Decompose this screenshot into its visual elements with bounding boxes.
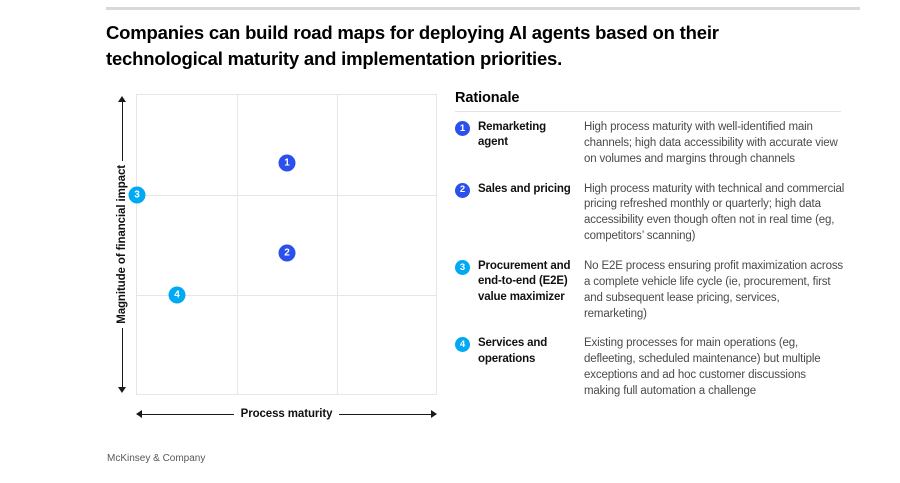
rationale-name-3: Procurement and end-to-end (E2E) value m… xyxy=(478,260,571,303)
data-point-1[interactable]: 1 xyxy=(278,154,296,172)
rationale-name-1: Remarketing agent xyxy=(478,121,547,149)
y-axis: Magnitude of financial impact xyxy=(106,90,138,395)
rationale-panel: Rationale 1 Remarketing agent High proce… xyxy=(455,90,845,414)
rationale-badge-3: 3 xyxy=(455,260,470,276)
y-axis-line-lower xyxy=(121,327,123,388)
header-divider xyxy=(106,7,860,10)
data-point-2[interactable]: 2 xyxy=(278,244,296,262)
rationale-name-2: Sales and pricing xyxy=(478,182,571,195)
gridline-horizontal-2 xyxy=(137,295,436,296)
arrow-down-icon xyxy=(118,387,126,394)
rationale-badge-2: 2 xyxy=(455,182,470,198)
rationale-description-1: High process maturity with well-identifi… xyxy=(584,121,838,165)
gridline-vertical-1 xyxy=(237,95,238,394)
rationale-row: 3 Procurement and end-to-end (E2E) value… xyxy=(455,259,845,322)
gridline-vertical-2 xyxy=(337,95,338,394)
x-axis-label: Process maturity xyxy=(240,408,333,420)
data-point-3[interactable]: 3 xyxy=(128,186,146,204)
x-axis-line-right xyxy=(339,413,432,415)
rationale-badge-4: 4 xyxy=(455,337,470,353)
rationale-description-3: No E2E process ensuring profit maximizat… xyxy=(584,260,844,320)
x-axis: Process maturity xyxy=(136,405,438,423)
arrow-right-icon xyxy=(431,410,438,418)
rationale-badge-1: 1 xyxy=(455,121,470,136)
brand-footer: McKinsey & Company xyxy=(107,453,206,464)
arrow-up-icon xyxy=(118,96,126,102)
y-axis-line-upper xyxy=(121,102,123,162)
rationale-description-2: High process maturity with technical and… xyxy=(584,182,845,243)
rationale-divider xyxy=(455,111,841,112)
gridline-horizontal-1 xyxy=(137,195,436,196)
rationale-row: 4 Services and operations Existing proce… xyxy=(455,336,845,399)
x-axis-line-left xyxy=(142,413,234,415)
rationale-description-4: Existing processes for main operations (… xyxy=(584,337,821,398)
arrow-left-icon xyxy=(136,410,142,418)
rationale-row: 2 Sales and pricing High process maturit… xyxy=(455,182,845,245)
plot-area: 1 2 3 4 xyxy=(128,94,437,395)
data-point-4[interactable]: 4 xyxy=(168,286,186,304)
rationale-name-4: Services and operations xyxy=(478,337,548,365)
page-title: Companies can build road maps for deploy… xyxy=(106,22,719,70)
y-axis-label: Magnitude of financial impact xyxy=(116,165,128,324)
rationale-heading: Rationale xyxy=(455,90,520,106)
rationale-row: 1 Remarketing agent High process maturit… xyxy=(455,120,845,168)
matrix-chart: Magnitude of financial impact 1 2 3 4 Pr… xyxy=(106,90,446,430)
